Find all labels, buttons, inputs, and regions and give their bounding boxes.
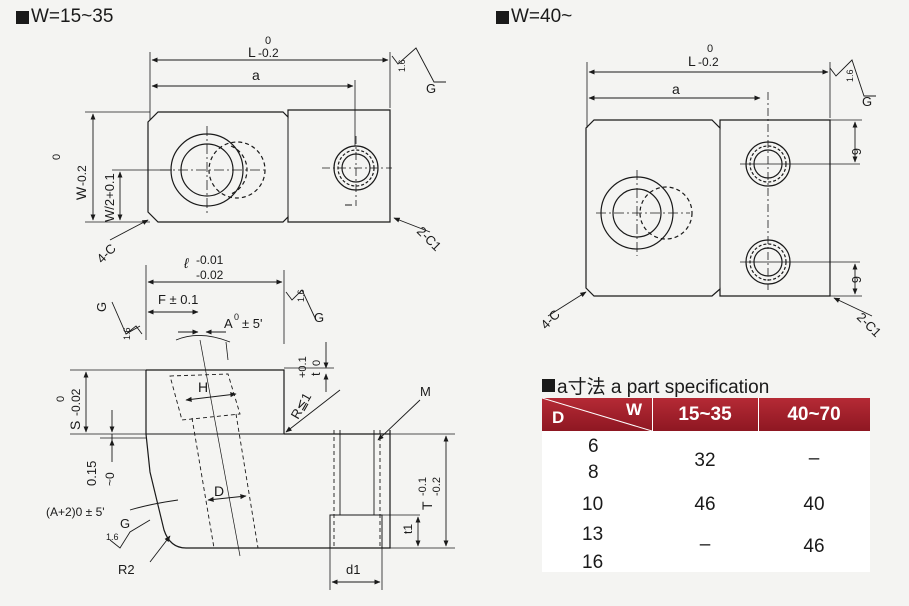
a-value-6-8: 32: [694, 450, 716, 471]
dim-t-zero: 0: [311, 360, 323, 366]
bullet-square-icon: [16, 10, 29, 24]
header-D: D: [552, 408, 565, 427]
side-view: [70, 265, 455, 590]
dim-H: H: [198, 379, 208, 395]
dim-6-lower: 6: [849, 276, 864, 283]
title-spec-text: a寸法 a part specification: [557, 377, 770, 398]
chamfer-4c-left: 4-C: [94, 241, 119, 266]
title-right-text: W=40~: [511, 6, 573, 27]
dim-A2: (A+2)0 ± 5': [46, 505, 105, 519]
L-top-right-main: L: [688, 53, 696, 69]
dim-ell-up: -0.01: [196, 253, 224, 267]
main-body: [145, 430, 391, 549]
rough-bottom: 1.6: [106, 532, 119, 542]
G-left: G: [426, 81, 436, 96]
a-value-13-16: –: [699, 534, 711, 555]
d-value-10: 10: [582, 494, 604, 515]
G-side-left: G: [94, 302, 109, 312]
dim-A: A: [224, 316, 233, 331]
header-corner-cell: D W: [542, 398, 653, 431]
dim-a-right: a: [672, 81, 680, 97]
b-value-6-8: –: [808, 448, 820, 469]
spec-table-header: D W 15~35 40~70: [542, 398, 870, 431]
header-col-15-35: 15~35: [652, 398, 759, 431]
L-top-right-sub: -0.2: [698, 55, 719, 69]
rough-right-value: 1.6: [845, 69, 855, 82]
b-value-13-16: 46: [803, 536, 825, 557]
top-left-view: [85, 47, 446, 241]
label-M: M: [420, 384, 431, 399]
dim-A-deg: 0: [234, 312, 239, 322]
S-sub: -0.02: [69, 388, 83, 416]
G-bottom: G: [120, 516, 130, 531]
title-right: W=40~: [496, 6, 572, 28]
d-value-6: 6: [588, 436, 599, 457]
chamfer-2c1-right: 2-C1: [854, 310, 885, 341]
gap-main: 0.15: [84, 461, 99, 486]
dim-ell: ℓ: [183, 255, 189, 271]
top-left-labels: 0 L -0.2 a 1.6 G 0 W -0.2 W/2+0.1 4-C 2-…: [51, 35, 444, 266]
W-half-left: W/2+0.1: [102, 173, 117, 222]
b-value-10: 40: [803, 494, 825, 515]
dim-a-left: a: [252, 67, 260, 83]
dim-ell-low: -0.02: [196, 268, 224, 282]
side-view-labels: ℓ -0.01 -0.02 G 1.6 F ± 0.1 A 0 ± 5' 1.6…: [46, 253, 443, 577]
dim-6-upper: 6: [849, 148, 864, 155]
L-top-left-tol: 0: [265, 35, 271, 47]
W-tol-left: 0: [51, 154, 63, 160]
L-top-right-tol: 0: [707, 43, 713, 55]
bullet-square-icon: [496, 10, 509, 24]
W-sub-left: -0.2: [75, 165, 89, 186]
rough-side-left: 1.6: [122, 327, 132, 340]
title-spec: a寸法 a part specification: [542, 372, 769, 399]
dim-D: D: [214, 483, 224, 499]
dim-F: F ± 0.1: [158, 292, 198, 307]
d-value-16: 16: [582, 552, 604, 573]
S-main: S: [67, 421, 83, 430]
header-col-40-70: 40~70: [787, 404, 841, 425]
L-top-left-sub: -0.2: [258, 46, 279, 60]
plate-outline-left: [147, 109, 391, 223]
rough-left-value: 1.6: [397, 59, 407, 72]
dim-R2: R2: [118, 562, 135, 577]
dim-R: R≦1: [288, 390, 315, 421]
plate-outline-right: [585, 119, 831, 297]
G-side-right: G: [314, 310, 324, 325]
dim-d1: d1: [346, 562, 360, 577]
dim-A-tol: ± 5': [242, 316, 262, 331]
d-value-13: 13: [582, 524, 604, 545]
gap-sub: ~0: [103, 472, 117, 486]
title-left: W=15~35: [16, 6, 113, 28]
W-main-left: W: [73, 186, 89, 200]
T-low: -0.2: [431, 477, 443, 496]
upper-block: [146, 369, 285, 434]
dim-t1: t1: [401, 524, 415, 534]
header-W: W: [626, 400, 643, 419]
chamfer-4c-right: 4-C: [538, 307, 563, 332]
title-left-text: W=15~35: [31, 6, 114, 27]
L-top-left-main: L: [248, 44, 256, 60]
S-tol: 0: [55, 396, 67, 402]
spec-table: D W 15~35 40~70 6 8 10 13 16 32 – 46 40 …: [542, 398, 870, 573]
a-value-10: 46: [694, 494, 716, 515]
T-main: T: [419, 501, 435, 510]
rough-side-right: 1.6: [296, 289, 306, 302]
top-right-view: [547, 59, 876, 317]
bullet-square-icon: [542, 379, 555, 392]
G-right: G: [862, 94, 872, 109]
dim-t: t: [308, 372, 323, 376]
T-up: -0.1: [417, 477, 429, 496]
chamfer-2c1-left: 2-C1: [414, 224, 445, 255]
d-value-8: 8: [588, 462, 599, 483]
dim-t-tol: +0.1: [297, 356, 309, 378]
